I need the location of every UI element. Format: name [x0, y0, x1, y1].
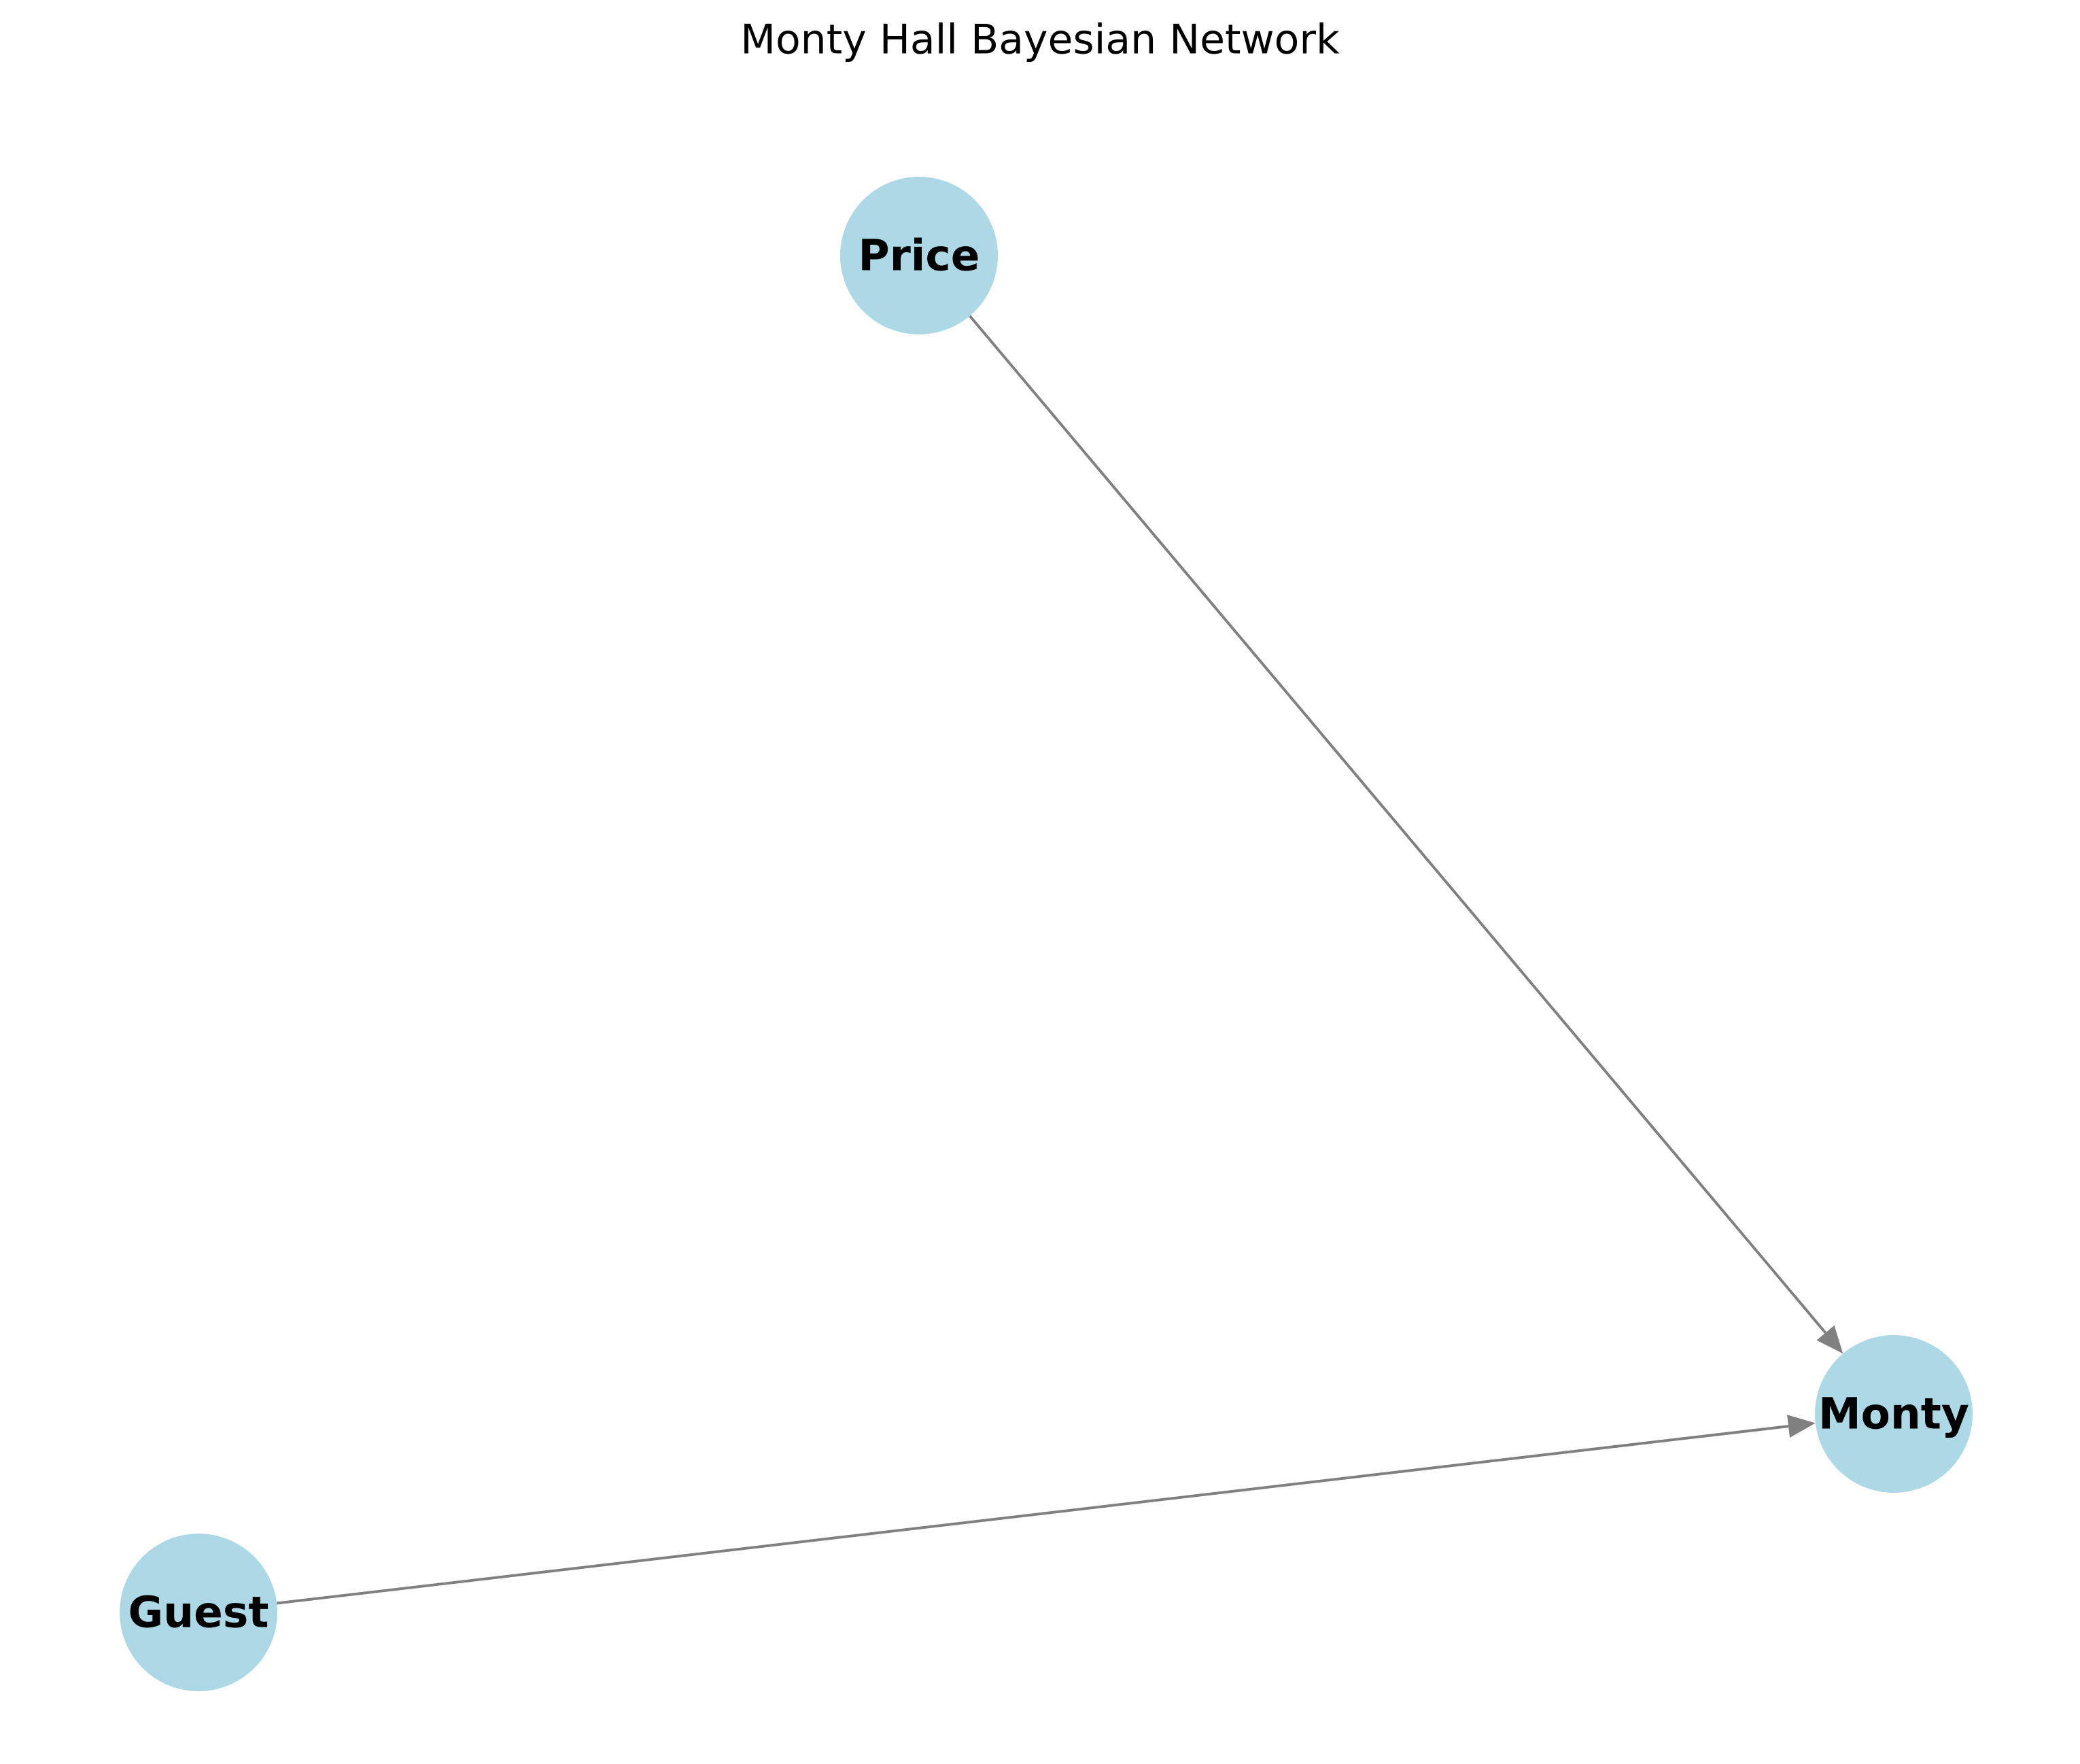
edge-arrowhead-guest-to-monty	[1787, 1415, 1816, 1438]
edges-layer	[276, 315, 1843, 1605]
node-circle-monty	[1815, 1335, 1973, 1493]
edge-price-to-monty	[969, 315, 1827, 1334]
node-monty: Monty	[1815, 1335, 1973, 1493]
node-guest: Guest	[120, 1534, 277, 1691]
edge-arrowhead-price-to-monty	[1816, 1325, 1843, 1354]
diagram-title: Monty Hall Bayesian Network	[740, 16, 1340, 64]
node-price: Price	[840, 177, 998, 334]
node-circle-price	[840, 177, 998, 334]
node-label-price: Price	[859, 231, 980, 281]
node-label-guest: Guest	[128, 1588, 269, 1638]
node-label-monty: Monty	[1818, 1389, 1969, 1439]
edge-guest-to-monty	[276, 1425, 1789, 1605]
node-circle-guest	[120, 1534, 277, 1691]
